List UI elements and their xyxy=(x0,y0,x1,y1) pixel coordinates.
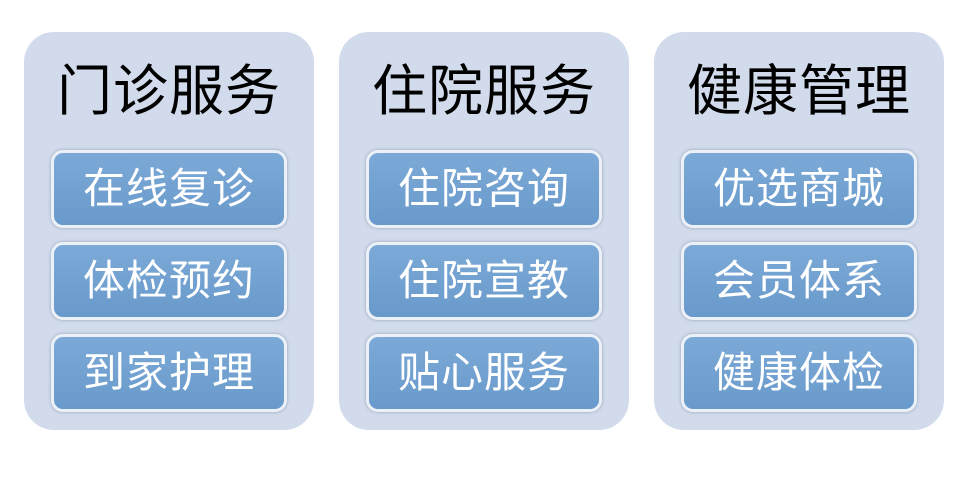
card-outpatient-services: 门诊服务 在线复诊 体检预约 到家护理 xyxy=(24,32,314,430)
chip-checkup-appointment[interactable]: 体检预约 xyxy=(51,242,287,320)
card-health-management: 健康管理 优选商城 会员体系 健康体检 xyxy=(654,32,944,430)
chip-preferred-mall[interactable]: 优选商城 xyxy=(681,150,917,228)
chip-health-checkup[interactable]: 健康体检 xyxy=(681,334,917,412)
card-title-health-management: 健康管理 xyxy=(686,58,911,123)
chip-hospitalization-consultation[interactable]: 住院咨询 xyxy=(366,150,602,228)
chip-caring-service[interactable]: 贴心服务 xyxy=(366,334,602,412)
card-title-inpatient-services: 住院服务 xyxy=(371,58,596,123)
chip-online-followup-visit[interactable]: 在线复诊 xyxy=(51,150,287,228)
card-inpatient-services: 住院服务 住院咨询 住院宣教 贴心服务 xyxy=(339,32,629,430)
card-title-outpatient-services: 门诊服务 xyxy=(56,58,281,123)
outpatient-items-list: 在线复诊 体检预约 到家护理 xyxy=(24,150,314,412)
inpatient-items-list: 住院咨询 住院宣教 贴心服务 xyxy=(339,150,629,412)
health-management-items-list: 优选商城 会员体系 健康体检 xyxy=(654,150,944,412)
chip-hospitalization-education[interactable]: 住院宣教 xyxy=(366,242,602,320)
chip-membership-system[interactable]: 会员体系 xyxy=(681,242,917,320)
chip-home-care[interactable]: 到家护理 xyxy=(51,334,287,412)
